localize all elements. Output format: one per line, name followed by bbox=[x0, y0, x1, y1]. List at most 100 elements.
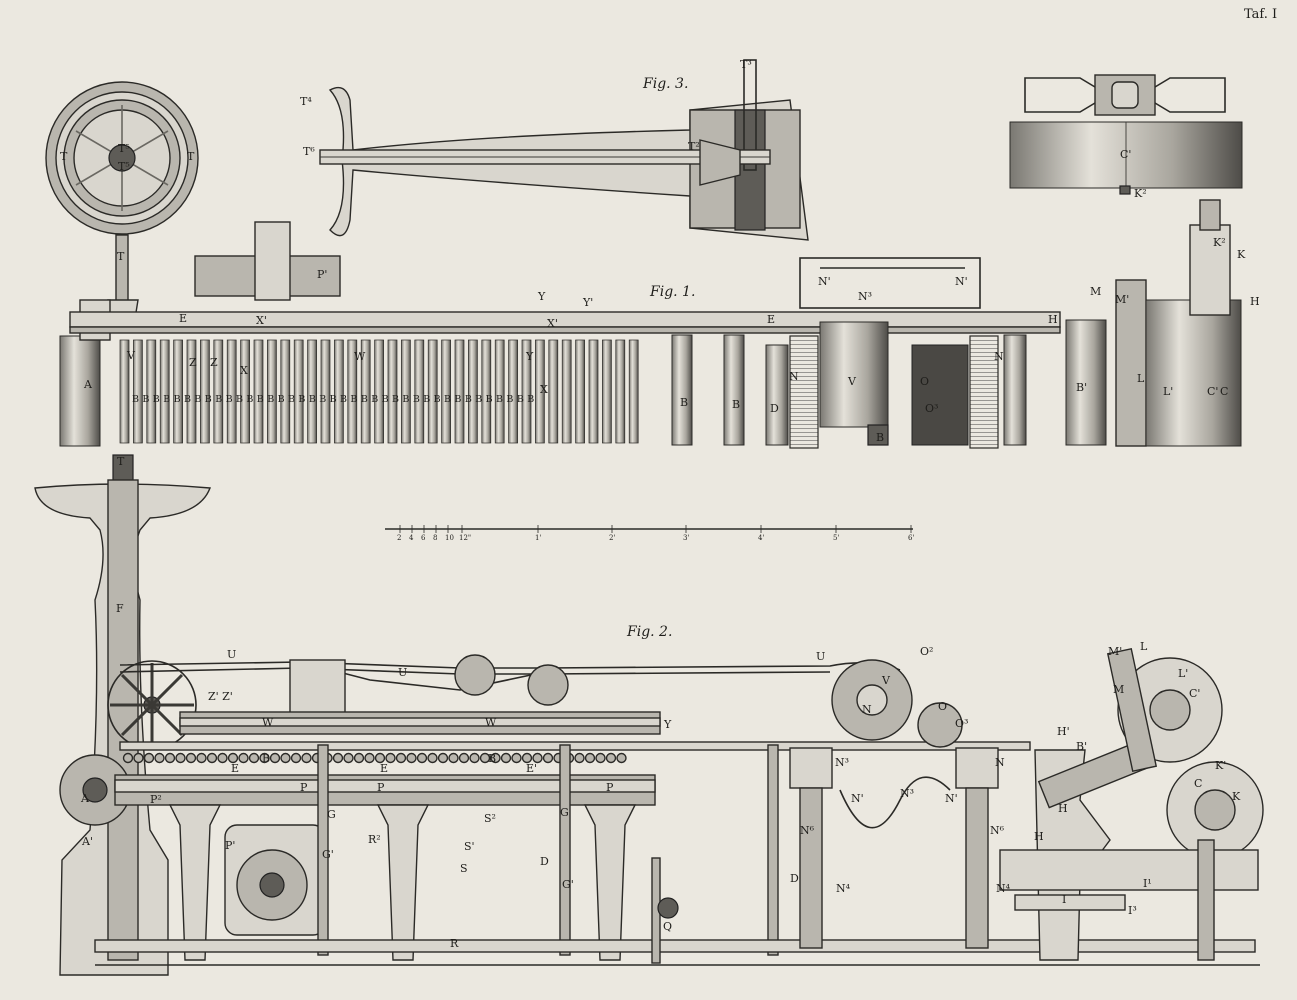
label-fig1: X bbox=[540, 383, 548, 396]
spindle-b bbox=[334, 339, 344, 444]
label-fig1: Y bbox=[537, 290, 546, 303]
label-fig2: E bbox=[380, 762, 388, 775]
label-fig2: C bbox=[1194, 777, 1202, 790]
chain-roller bbox=[448, 752, 459, 764]
label-fig3: T² bbox=[688, 140, 700, 153]
spindle-b bbox=[481, 339, 492, 444]
label-fig2: B bbox=[488, 752, 496, 765]
chain-roller bbox=[605, 752, 617, 764]
chain-roller bbox=[584, 752, 596, 764]
label-fig1: X' bbox=[256, 314, 267, 327]
chain-roller bbox=[385, 752, 396, 764]
label-fig1: N' bbox=[955, 275, 968, 288]
label-fig1: X bbox=[240, 364, 248, 377]
spindle-b bbox=[360, 339, 371, 444]
label-fig1: C' bbox=[1207, 385, 1218, 398]
label-fig1: B bbox=[876, 431, 884, 444]
label-cinset: K² bbox=[1134, 187, 1147, 200]
spindle-b bbox=[133, 339, 143, 444]
spindle-b bbox=[146, 339, 157, 444]
chain-roller bbox=[143, 752, 155, 764]
spindle-b bbox=[508, 339, 518, 444]
chain-roller bbox=[542, 752, 554, 764]
label-fig2: I³ bbox=[1128, 904, 1137, 917]
label-wheel: T bbox=[60, 150, 68, 163]
label-fig2: W bbox=[485, 716, 497, 729]
label-fig2: U bbox=[227, 648, 236, 661]
label-fig2: I bbox=[1062, 893, 1066, 906]
label-fig1: B' bbox=[1076, 381, 1087, 394]
spindle-b bbox=[307, 339, 317, 444]
spindle-b bbox=[494, 339, 505, 444]
chain-roller bbox=[490, 752, 501, 764]
label-fig2: D bbox=[540, 855, 549, 868]
label-fig2: S² bbox=[484, 812, 496, 825]
chain-roller bbox=[343, 752, 354, 764]
chain-roller bbox=[469, 752, 480, 764]
spindle-b bbox=[468, 339, 478, 444]
label-fig2: P² bbox=[150, 793, 162, 806]
chain-roller bbox=[290, 752, 302, 764]
chain-roller bbox=[364, 752, 375, 764]
label-wheel: T⁵ bbox=[118, 160, 130, 173]
fig1-plan: Fig. 1. B B B B B B B B B B B B B B B B … bbox=[59, 199, 1242, 449]
label-fig2: K bbox=[1232, 790, 1241, 803]
label-fig1: M bbox=[1090, 285, 1101, 298]
scale-tick-label: 4 bbox=[409, 534, 414, 542]
spindle-b bbox=[173, 339, 183, 444]
label-fig1: Y' bbox=[582, 296, 593, 309]
label-fig2: R bbox=[450, 937, 459, 950]
fig3-caption: Fig. 3. bbox=[642, 76, 688, 92]
chain-roller bbox=[416, 752, 428, 764]
spindle-b bbox=[414, 339, 425, 444]
chain-roller bbox=[374, 752, 386, 764]
label-fig2: A bbox=[80, 792, 90, 805]
label-fig1: D bbox=[770, 402, 779, 415]
scale-tick-label: 1' bbox=[535, 534, 541, 542]
spindle-b bbox=[213, 339, 224, 444]
label-fig1: W bbox=[354, 350, 366, 363]
label-fig1: A bbox=[83, 378, 93, 391]
label-fig2: N⁴ bbox=[836, 882, 851, 895]
scale-tick-label: 6' bbox=[908, 534, 914, 542]
chain-roller bbox=[301, 752, 312, 764]
spindle-b bbox=[602, 339, 612, 444]
label-fig2: T bbox=[117, 455, 125, 468]
label-fig1: N bbox=[789, 370, 799, 383]
label-fig2: N⁴ bbox=[996, 882, 1011, 895]
label-fig1: M' bbox=[1115, 293, 1129, 306]
chain-roller bbox=[280, 752, 291, 764]
label-fig2: H bbox=[1034, 830, 1044, 843]
label-fig2: N³ bbox=[835, 756, 849, 769]
label-fig1: K² bbox=[1213, 236, 1226, 249]
chain-roller bbox=[511, 752, 522, 764]
label-fig1: H bbox=[1250, 295, 1260, 308]
label-fig2: G' bbox=[562, 878, 574, 891]
label-fig2: C' bbox=[1189, 687, 1200, 700]
label-fig1: Y bbox=[525, 350, 534, 363]
label-fig2: O bbox=[938, 700, 947, 713]
chain-roller bbox=[574, 752, 585, 764]
label-fig1: N³ bbox=[858, 290, 872, 303]
chain-roller bbox=[458, 752, 470, 764]
chain-roller bbox=[217, 752, 228, 764]
spindle-b bbox=[588, 339, 599, 444]
label-fig2: G bbox=[327, 808, 336, 821]
scale-tick-label: 5' bbox=[833, 534, 839, 542]
spindle-b bbox=[441, 339, 451, 444]
plate-number: Taf. I bbox=[1244, 7, 1277, 22]
spindle-b bbox=[159, 339, 170, 444]
chain-roller bbox=[353, 752, 365, 764]
label-fig2: F bbox=[116, 602, 124, 615]
label-fig1: O bbox=[920, 375, 929, 388]
label-fig2: A' bbox=[81, 835, 93, 848]
chain-roller bbox=[164, 752, 176, 764]
spindle-b bbox=[200, 339, 210, 444]
label-fig1: X' bbox=[547, 317, 558, 330]
scale-tick-label: 10 bbox=[445, 534, 454, 542]
chain-roller bbox=[185, 752, 197, 764]
label-fig2: Q bbox=[663, 920, 672, 933]
chain-roller bbox=[395, 752, 407, 764]
label-fig2: Z' Z' bbox=[208, 690, 233, 703]
